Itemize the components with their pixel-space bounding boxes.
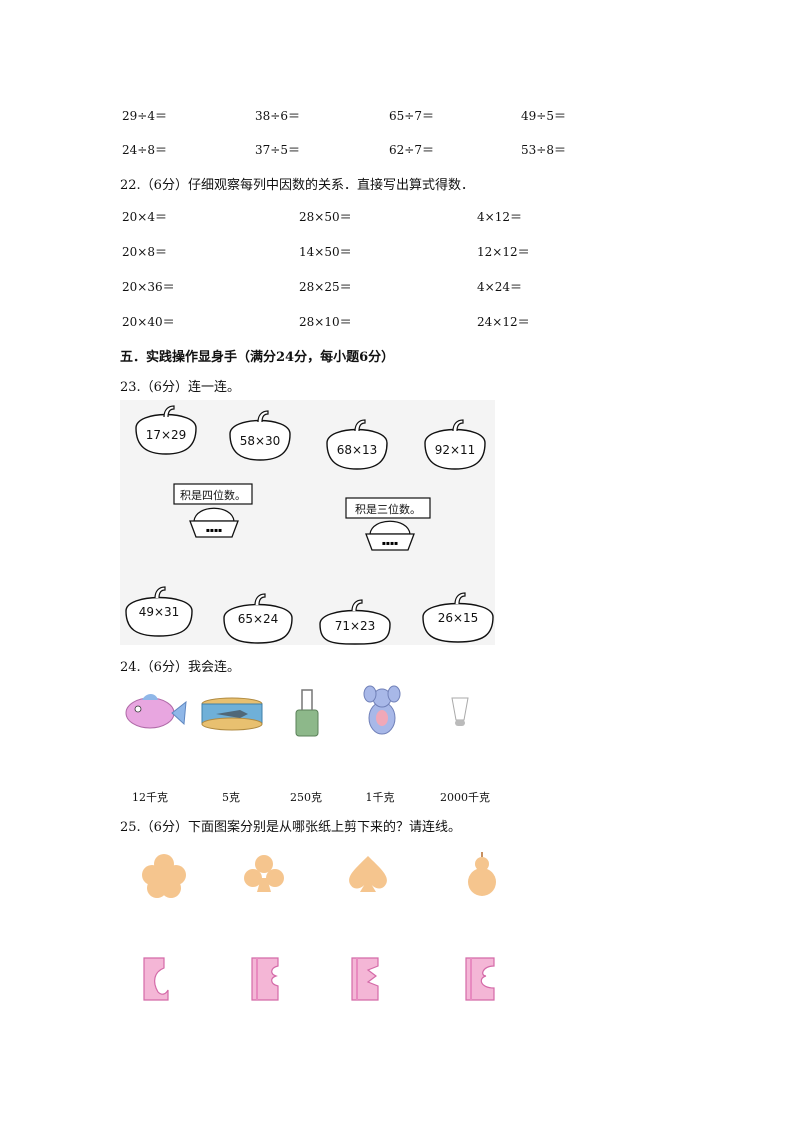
question-25-figure	[120, 842, 510, 1012]
mult-item: 4×12＝	[477, 210, 522, 224]
fish-toy-icon[interactable]	[125, 694, 187, 729]
mult-item: 20×4＝	[122, 210, 167, 224]
division-item: 38÷6＝	[255, 109, 300, 123]
mult-item: 14×50＝	[299, 245, 352, 259]
weight-unit-label: 12千克	[132, 791, 168, 804]
svg-text:▪▪▪▪: ▪▪▪▪	[382, 540, 398, 547]
mult-item: 12×12＝	[477, 245, 530, 259]
apple-label: 58×30	[239, 434, 281, 448]
apple-label: 68×13	[336, 443, 378, 457]
division-item: 29÷4＝	[122, 109, 167, 123]
division-item: 65÷7＝	[389, 109, 434, 123]
apple-icon[interactable]	[319, 599, 391, 645]
division-item: 62÷7＝	[389, 143, 434, 157]
apple-icon[interactable]	[422, 592, 494, 643]
mult-item: 4×24＝	[477, 280, 522, 294]
apple-icon[interactable]	[135, 405, 197, 455]
apple-icon[interactable]	[424, 419, 486, 470]
mult-item: 24×12＝	[477, 315, 530, 329]
apple-icon[interactable]	[326, 419, 388, 470]
folded-paper-c-icon[interactable]	[351, 957, 379, 1001]
basket-label: 积是四位数。	[180, 489, 246, 502]
elephant-toy-icon[interactable]	[363, 685, 401, 735]
question-24-items	[120, 680, 500, 760]
fish-can-icon[interactable]	[201, 697, 263, 731]
division-item: 53÷8＝	[521, 143, 566, 157]
question-25-title: 25.（6分）下面图案分别是从哪张纸上剪下来的？请连线。	[120, 820, 461, 835]
apple-label: 92×11	[434, 443, 476, 457]
division-item: 24÷8＝	[122, 143, 167, 157]
mult-item: 20×8＝	[122, 245, 167, 259]
apple-icon[interactable]	[125, 586, 193, 637]
question-23-title: 23.（6分）连一连。	[120, 380, 240, 395]
apples-baskets-illustration: ▪▪▪▪ ▪▪▪▪	[125, 405, 494, 645]
folded-paper-a-icon[interactable]	[143, 957, 169, 1001]
shuttlecock-icon[interactable]	[451, 697, 469, 726]
gourd-shape-icon[interactable]	[468, 852, 496, 896]
apple-label: 26×15	[437, 611, 479, 625]
folded-paper-d-icon[interactable]	[465, 957, 495, 1001]
basket-right[interactable]: ▪▪▪▪	[345, 497, 431, 551]
basket-left[interactable]: ▪▪▪▪	[173, 483, 253, 538]
apple-label: 49×31	[138, 605, 180, 619]
apple-label: 65×24	[237, 612, 279, 626]
mult-item: 28×25＝	[299, 280, 352, 294]
division-item: 49÷5＝	[521, 109, 566, 123]
weight-unit-label: 250克	[290, 791, 322, 804]
weight-unit-label: 5克	[222, 791, 240, 804]
weight-unit-label: 1千克	[365, 791, 395, 804]
mult-item: 28×10＝	[299, 315, 352, 329]
paper-cut-illustration	[142, 852, 496, 1001]
mult-item: 20×40＝	[122, 315, 175, 329]
weight-unit-label: 2000千克	[440, 791, 490, 804]
question-22-title: 22.（6分）仔细观察每列中因数的关系．直接写出算式得数．	[120, 178, 474, 193]
spade-shape-icon[interactable]	[349, 856, 387, 892]
flower-shape-icon[interactable]	[142, 854, 186, 898]
apple-label: 71×23	[334, 619, 376, 633]
mult-item: 20×36＝	[122, 280, 175, 294]
folded-paper-b-icon[interactable]	[251, 957, 279, 1001]
section-5-title: 五．实践操作显身手（满分24分，每小题6分）	[120, 350, 395, 365]
weight-items-illustration	[125, 685, 469, 737]
club-shape-icon[interactable]	[244, 855, 284, 892]
mult-item: 28×50＝	[299, 210, 352, 224]
question-24-title: 24.（6分）我会连。	[120, 660, 240, 675]
suitcase-icon[interactable]	[295, 689, 319, 737]
svg-text:▪▪▪▪: ▪▪▪▪	[206, 527, 222, 534]
basket-label: 积是三位数。	[355, 503, 421, 516]
apple-icon[interactable]	[229, 410, 291, 461]
apple-icon[interactable]	[223, 593, 293, 644]
question-23-figure: ▪▪▪▪ ▪▪▪▪ 17×29 58×30 68×13 92×11 积是四位数。	[120, 400, 495, 645]
apple-label: 17×29	[145, 428, 187, 442]
division-item: 37÷5＝	[255, 143, 300, 157]
